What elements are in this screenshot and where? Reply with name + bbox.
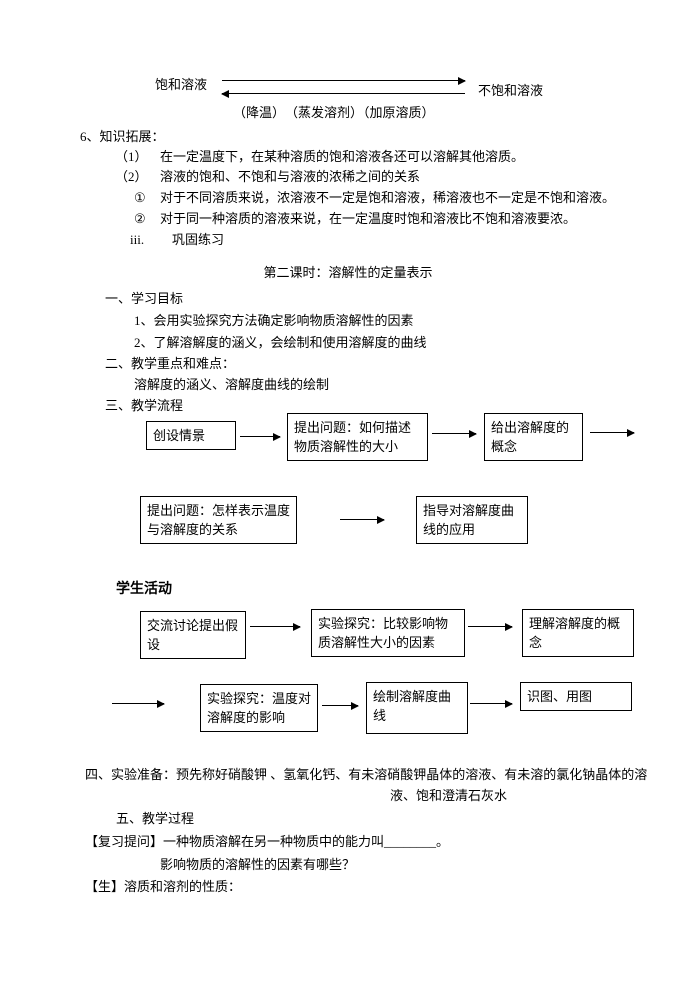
knowledge-heading: 6、知识拓展： — [80, 129, 165, 144]
flow-arrow-icon — [322, 701, 359, 710]
flow-heading: 三、教学流程 — [105, 398, 184, 413]
subitem2-text: 对于同一种溶质的溶液来说，在一定温度时饱和溶液比不饱和溶液要浓。 — [160, 211, 577, 226]
preparation-line2: 液、饱和澄清石灰水 — [390, 788, 508, 803]
flow-arrow-icon — [590, 428, 635, 437]
flow-arrow-icon — [112, 699, 165, 708]
unsaturated-solution-label: 不饱和溶液 — [478, 83, 544, 98]
arrow-left-icon — [221, 89, 465, 98]
student-activities-heading: 学生活动 — [116, 582, 172, 597]
flow-box-guide-curve-application: 指导对溶解度曲线的应用 — [416, 496, 528, 544]
arrow-right-icon — [222, 76, 466, 85]
flow-arrow-icon — [240, 432, 281, 441]
subitem1-number: ① — [134, 190, 146, 205]
flow-box-read-use-diagram: 识图、用图 — [520, 682, 632, 711]
conversion-conditions-label: （降温） （蒸发溶剂）（加原溶质） — [233, 105, 435, 120]
lesson-title: 第二课时：溶解性的定量表示 — [263, 265, 433, 280]
flow-box-experiment-temperature-effect: 实验探究：温度对溶解度的影响 — [200, 684, 318, 732]
item2-number: （2） — [115, 169, 148, 184]
flow-box-give-concept: 给出溶解度的概念 — [484, 413, 583, 461]
goals-heading: 一、学习目标 — [105, 291, 184, 306]
flow-box-create-situation: 创设情景 — [146, 421, 236, 450]
goal-1: 1、会用实验探究方法确定影响物质溶解性的因素 — [134, 313, 414, 328]
item1-number: （1） — [115, 149, 148, 164]
review-question-line1: 【复习提问】一种物质溶解在另一种物质中的能力叫________。 — [85, 834, 450, 849]
flow-arrow-icon — [250, 622, 301, 631]
flow-box-pose-question-describe: 提出问题：如何描述物质溶解性的大小 — [287, 413, 428, 461]
focus-heading: 二、教学重点和难点： — [105, 356, 236, 371]
flow-arrow-icon — [468, 622, 513, 631]
student-answer-line: 【生】溶质和溶剂的性质： — [85, 879, 242, 894]
focus-text: 溶解度的涵义、溶解度曲线的绘制 — [134, 377, 330, 392]
goal-2: 2、了解溶解度的涵义，会绘制和使用溶解度的曲线 — [134, 335, 427, 350]
iii-text: 巩固练习 — [172, 232, 225, 247]
subitem2-number: ② — [134, 211, 146, 226]
flow-box-understand-concept: 理解溶解度的概念 — [522, 609, 634, 657]
review-question-line2: 影响物质的溶解性的因素有哪些？ — [160, 857, 356, 872]
flow-box-draw-curve: 绘制溶解度曲线 — [366, 682, 468, 734]
saturated-solution-label: 饱和溶液 — [155, 77, 208, 92]
iii-number: iii. — [130, 232, 145, 247]
flow-arrow-icon — [340, 515, 385, 524]
flow-arrow-icon — [470, 699, 513, 708]
flow-arrow-icon — [432, 429, 477, 438]
item2-text: 溶液的饱和、不饱和与溶液的浓稀之间的关系 — [160, 169, 421, 184]
flow-box-experiment-compare-factors: 实验探究：比较影响物质溶解性大小的因素 — [311, 609, 465, 657]
preparation-line1: 四、实验准备：预先称好硝酸钾 、氢氧化钙、有未溶硝酸钾晶体的溶液、有未溶的氯化钠… — [85, 767, 648, 782]
item1-text: 在一定温度下，在某种溶质的饱和溶液各还可以溶解其他溶质。 — [160, 149, 525, 164]
process-heading: 五、教学过程 — [116, 811, 195, 826]
flow-box-pose-question-temperature: 提出问题：怎样表示温度与溶解度的关系 — [140, 496, 297, 544]
subitem1-text: 对于不同溶质来说，浓溶液不一定是饱和溶液，稀溶液也不一定是不饱和溶液。 — [160, 190, 616, 205]
flow-box-discuss-hypothesis: 交流讨论提出假设 — [140, 611, 246, 659]
